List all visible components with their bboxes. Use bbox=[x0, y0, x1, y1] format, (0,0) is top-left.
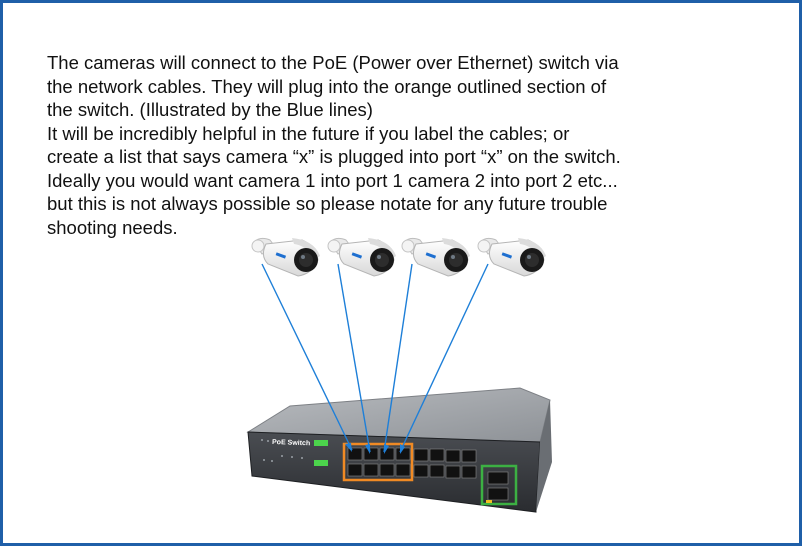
cable-line bbox=[383, 263, 413, 453]
camera-2-icon bbox=[327, 237, 397, 277]
status-led bbox=[314, 460, 328, 466]
text-line: shooting needs. bbox=[47, 216, 178, 238]
switch-label: PoE Switch bbox=[272, 439, 310, 447]
text-line: It will be incredibly helpful in the fut… bbox=[47, 122, 570, 144]
camera-3-icon bbox=[401, 237, 471, 277]
text-line: but this is not always possible so pleas… bbox=[47, 193, 608, 214]
cable-arrowheads bbox=[345, 443, 405, 454]
uplink-ports-group bbox=[480, 464, 518, 506]
text-line: create a list that says camera “x” is pl… bbox=[47, 146, 621, 167]
instruction-text: The cameras will connect to the PoE (Pow… bbox=[47, 51, 787, 239]
other-ports bbox=[413, 448, 477, 479]
poe-ports-group bbox=[342, 442, 414, 482]
cable-line bbox=[399, 263, 489, 453]
camera-1-icon bbox=[251, 237, 321, 277]
camera-4-icon bbox=[477, 237, 547, 277]
text-line: the network cables. They will plug into … bbox=[47, 75, 607, 97]
text-line: the switch. (Illustrated by the Blue lin… bbox=[47, 99, 373, 120]
indicator-dots bbox=[261, 439, 303, 462]
text-line: The cameras will connect to the PoE (Pow… bbox=[47, 52, 619, 73]
text-line: Ideally you would want camera 1 into por… bbox=[47, 169, 618, 191]
switch-side bbox=[536, 400, 552, 512]
status-led bbox=[314, 440, 328, 446]
network-cables bbox=[261, 263, 489, 453]
cable-line bbox=[261, 263, 353, 451]
cable-line bbox=[337, 263, 371, 453]
